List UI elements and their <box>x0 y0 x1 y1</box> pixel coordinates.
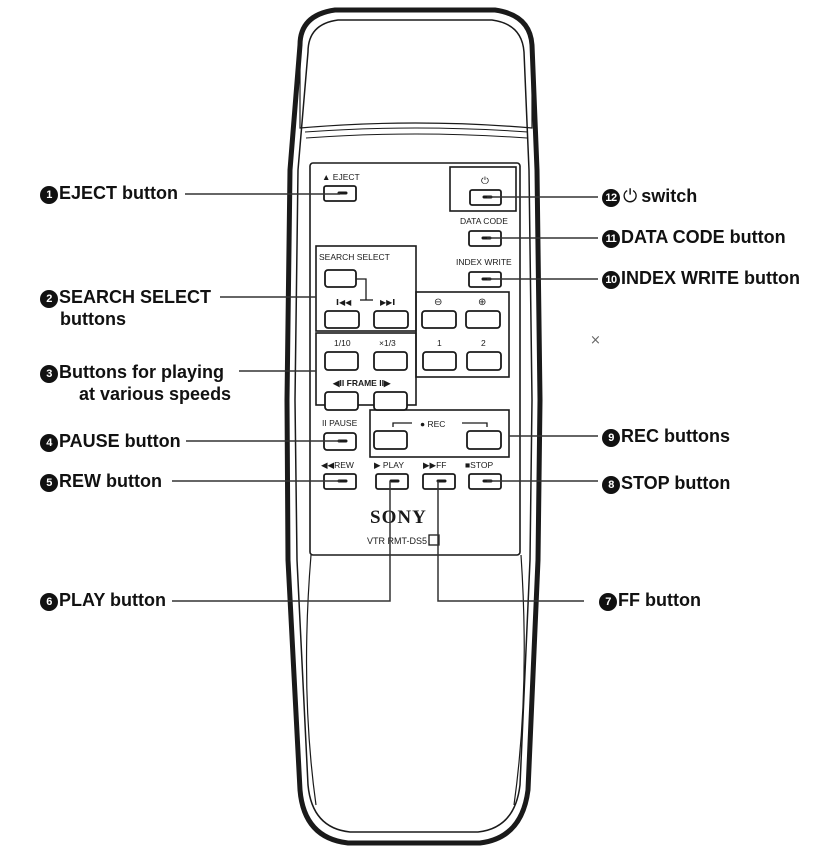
panel-labels: ▲ EJECT ⏻ DATA CODE INDEX WRITE SEARCH S… <box>319 172 512 546</box>
speed-1-3-button[interactable] <box>373 351 408 371</box>
callout-number: 9 <box>602 429 620 447</box>
data-code-label: DATA CODE <box>460 216 508 226</box>
search-select-label: SEARCH SELECT <box>319 252 390 262</box>
rec-bracket-right <box>462 422 488 427</box>
search-select-button[interactable] <box>324 269 357 288</box>
callout-power: 12⏻switch <box>602 185 697 208</box>
search-next-button[interactable] <box>373 310 409 329</box>
leader-lines <box>172 193 598 602</box>
callout-number: 5 <box>40 474 58 492</box>
callout-text-line2: at various speeds <box>79 384 232 404</box>
callout-number: 11 <box>602 230 620 248</box>
callout-text: INDEX WRITE button <box>621 268 800 288</box>
speed-2-label: 2 <box>481 338 486 348</box>
callout-number: 8 <box>602 476 620 494</box>
jog-buttons-frame <box>415 291 510 378</box>
battery-cover-curve <box>304 127 529 133</box>
next-label: ▶▶I <box>380 298 395 307</box>
lower-groove-right <box>513 554 525 806</box>
plus-label: ⊕ <box>478 297 486 308</box>
battery-cover-top <box>299 60 533 129</box>
callout-number: 2 <box>40 290 58 308</box>
callout-number: 12 <box>602 189 620 207</box>
callout-number: 3 <box>40 365 58 383</box>
eject-label: ▲ EJECT <box>322 172 360 182</box>
pause-label: II PAUSE <box>322 418 358 428</box>
speed-1-label: 1 <box>437 338 442 348</box>
callout-text: REW button <box>59 471 162 491</box>
r-mark-box <box>428 534 440 546</box>
stop-label: ■STOP <box>465 460 493 470</box>
remote-inner-shell <box>294 19 533 833</box>
search-select-frame <box>315 245 417 332</box>
callout-number: 10 <box>602 271 620 289</box>
callout-text: PLAY button <box>59 590 166 610</box>
callout-number: 7 <box>599 593 617 611</box>
callout-text: Buttons for playing <box>59 362 224 382</box>
callout-number: 4 <box>40 434 58 452</box>
search-bracket <box>356 278 367 300</box>
rec-button-right[interactable] <box>466 430 502 450</box>
power-symbol: ⏻ <box>481 176 489 187</box>
rec-button-left[interactable] <box>373 430 408 450</box>
index-write-label: INDEX WRITE <box>456 257 512 267</box>
power-group-frame <box>449 166 517 212</box>
callout-text: switch <box>641 186 698 206</box>
lower-groove-left <box>305 554 317 806</box>
speed-1-10-button[interactable] <box>324 351 359 371</box>
callout-text: SEARCH SELECT <box>59 287 212 307</box>
callout-number: 1 <box>40 186 58 204</box>
frame-back-button[interactable] <box>324 391 359 411</box>
speed-1-button[interactable] <box>422 351 457 371</box>
rec-bracket-left <box>392 422 412 427</box>
frame-forward-button[interactable] <box>373 391 408 411</box>
callout-text: STOP button <box>621 473 731 493</box>
search-prev-button[interactable] <box>324 310 360 329</box>
callout-text-line2: buttons <box>60 309 126 329</box>
minus-label: ⊖ <box>434 297 442 308</box>
speed-2-button[interactable] <box>466 351 502 371</box>
rec-buttons-frame <box>369 409 510 458</box>
brand-logo: SONY <box>370 507 427 528</box>
callout-number: 6 <box>40 593 58 611</box>
leader-ff <box>437 481 584 602</box>
callout-text: FF button <box>618 590 701 610</box>
frame-label: ◀II FRAME II▶ <box>332 378 392 388</box>
callout-text: PAUSE button <box>59 431 181 451</box>
play-label: ▶ PLAY <box>374 460 404 470</box>
leader-play <box>172 481 391 602</box>
prev-label: I◀◀ <box>336 298 352 307</box>
callout-text: REC buttons <box>621 426 730 446</box>
callout-text: EJECT button <box>59 183 178 203</box>
rec-label: ● REC <box>420 419 445 429</box>
group-frames <box>315 166 517 458</box>
power-icon: ⏻ <box>623 186 638 207</box>
speed-1-10-label: 1/10 <box>334 338 351 348</box>
cross-mark: × <box>590 333 601 348</box>
model-label: VTR RMT-DS5 <box>367 536 427 546</box>
speed-1-3-label: ×1/3 <box>379 338 396 348</box>
battery-cover-curve-2 <box>305 133 528 139</box>
jog-plus-button[interactable] <box>465 310 501 329</box>
callout-text: DATA CODE button <box>621 227 786 247</box>
jog-minus-button[interactable] <box>421 310 457 329</box>
ff-label: ▶▶FF <box>423 460 446 470</box>
rew-label: ◀◀REW <box>321 460 354 470</box>
panel-connectors <box>356 278 488 546</box>
